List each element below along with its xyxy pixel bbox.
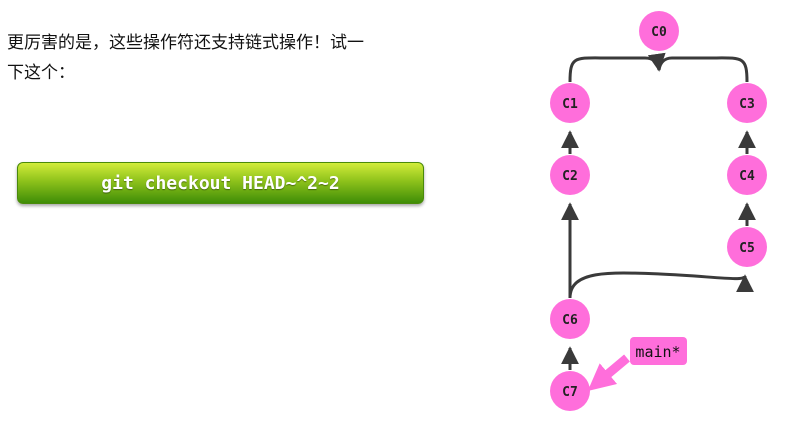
commit-c6[interactable]: C6 [550,299,590,339]
commit-c4-label: C4 [739,169,755,184]
commit-c5[interactable]: C5 [727,227,767,267]
branch-tag [630,337,687,365]
commit-c1-label: C1 [562,97,578,112]
commit-c2-label: C2 [562,169,578,184]
commit-c3[interactable]: C3 [727,83,767,123]
branch-main[interactable]: main* [587,337,687,391]
commit-c7[interactable]: C7 [550,371,590,411]
commit-c7-label: C7 [562,385,578,400]
command-button[interactable]: git checkout HEAD~^2~2 [17,162,424,204]
commit-c4[interactable]: C4 [727,155,767,195]
intro-line-2: 下这个： [7,63,75,83]
edge-c1-c0 [568,52,666,83]
branch-arrow [587,354,630,391]
commit-c6-label: C6 [562,313,578,328]
commit-c0-label: C0 [651,25,667,40]
commit-c5-label: C5 [739,241,755,256]
branch-main-label: main* [635,343,680,361]
edge-c6-c5 [568,271,754,299]
commit-c1[interactable]: C1 [550,83,590,123]
commit-c0[interactable]: C0 [639,11,679,51]
intro-line-1: 更厉害的是，这些操作符还支持链式操作！试一 [7,33,364,53]
commit-c3-label: C3 [739,97,755,112]
graph-edges [561,52,756,370]
edge-c3-c0 [657,56,749,83]
commit-c2[interactable]: C2 [550,155,590,195]
intro-text: 更厉害的是，这些操作符还支持链式操作！试一 下这个： [7,28,437,88]
